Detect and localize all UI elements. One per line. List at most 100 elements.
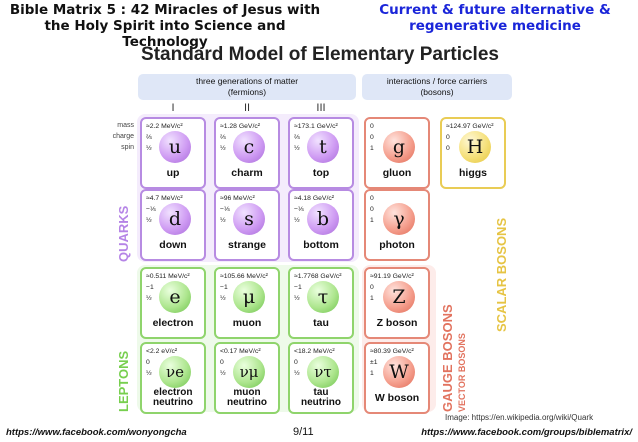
mass-value: ≈2.2 MeV/c² (146, 123, 183, 130)
charge-value: 0 (446, 134, 450, 141)
fermions-caption-line-2: (fermions) (227, 87, 267, 97)
charge-value: ±1 (370, 359, 378, 366)
mass-value: 0 (370, 195, 374, 202)
particle-name: higgs (459, 167, 487, 179)
particle-card-w-boson: ≈80.39 GeV/c² ±1 1 W W boson (364, 342, 430, 414)
particle-name: charm (231, 167, 263, 179)
mass-value: ≈1.28 GeV/c² (220, 123, 260, 130)
particle-name: strange (228, 239, 266, 251)
particle-symbol: νe (159, 356, 191, 388)
particle-card-muon-neutrino: <0.17 MeV/c² 0 ½ νμ muon neutrino (214, 342, 280, 414)
vector-bosons-label: VECTOR BOSONS (457, 333, 467, 412)
charge-value: 0 (146, 359, 150, 366)
particle-card-up: ≈2.2 MeV/c² ⅔ ½ u up (140, 117, 206, 189)
spin-value: ½ (220, 145, 226, 152)
mass-value: ≈173.1 GeV/c² (294, 123, 338, 130)
particle-symbol: b (307, 203, 339, 235)
particle-symbol: d (159, 203, 191, 235)
mass-value: ≈96 MeV/c² (220, 195, 255, 202)
particle-card-photon: 0 0 1 γ photon (364, 189, 430, 261)
particle-name: electron (152, 317, 194, 329)
particle-card-electron-neutrino: <2.2 eV/c² 0 ½ νe electron neutrino (140, 342, 206, 414)
particle-symbol: t (307, 131, 339, 163)
charge-value: −1 (220, 284, 228, 291)
particle-symbol: γ (383, 203, 415, 235)
particle-name-line-2: neutrino (227, 397, 267, 408)
spin-value: ½ (220, 370, 226, 377)
generation-3-label: III (316, 102, 326, 114)
mass-value: <0.17 MeV/c² (220, 348, 261, 355)
particle-name: up (166, 167, 180, 179)
particle-symbol: H (459, 131, 491, 163)
particle-symbol: g (383, 131, 415, 163)
particle-name: muon (232, 317, 262, 329)
spin-value: ½ (294, 217, 300, 224)
mass-value: ≈105.66 MeV/c² (220, 273, 268, 280)
particle-name: down (159, 239, 187, 251)
charge-value: −⅓ (220, 206, 230, 213)
mass-value: 0 (370, 123, 374, 130)
particle-name-line-1: muon (233, 387, 261, 398)
charge-value: 0 (370, 134, 374, 141)
spin-value: ½ (294, 145, 300, 152)
charge-value: 0 (370, 284, 374, 291)
footer-left-link[interactable]: https://www.facebook.com/wonyongcha (6, 427, 187, 438)
particle-card-tau: ≈1.7768 GeV/c² −1 ½ τ tau (288, 267, 354, 339)
particle-name: W boson (374, 392, 420, 404)
mass-value: ≈4.18 GeV/c² (294, 195, 334, 202)
particle-symbol: νμ (233, 356, 265, 388)
mass-value: <2.2 eV/c² (146, 348, 178, 355)
particle-symbol: e (159, 281, 191, 313)
bosons-caption-line-2: (bosons) (420, 87, 454, 97)
particle-symbol: τ (307, 281, 339, 313)
particle-symbol: μ (233, 281, 265, 313)
particle-name: bottom (303, 239, 339, 251)
bosons-caption-line-1: interactions / force carriers (386, 76, 488, 86)
leptons-label: LEPTONS (116, 350, 131, 412)
spin-value: ½ (220, 217, 226, 224)
spin-value: 1 (370, 295, 374, 302)
footer-right-link[interactable]: https://www.facebook.com/groups/biblemat… (421, 427, 632, 438)
bosons-caption: interactions / force carriers (bosons) (362, 74, 512, 100)
charge-value: −1 (146, 284, 154, 291)
spin-value: ½ (146, 295, 152, 302)
image-credit: Image: https://en.wikipedia.org/wiki/Qua… (445, 413, 594, 422)
particle-name: electron neutrino (142, 388, 204, 408)
charge-value: 0 (220, 359, 224, 366)
particle-card-gluon: 0 0 1 g gluon (364, 117, 430, 189)
charge-value: ⅔ (146, 134, 152, 141)
mass-value: ≈1.7768 GeV/c² (294, 273, 342, 280)
mass-value: ≈91.19 GeV/c² (370, 273, 414, 280)
particle-card-bottom: ≈4.18 GeV/c² −⅓ ½ b bottom (288, 189, 354, 261)
slide-title-right: Current & future alternative & regenerat… (360, 2, 630, 34)
spin-row-label: spin (121, 144, 134, 151)
quarks-label: QUARKS (116, 205, 131, 262)
particle-name: photon (379, 239, 415, 251)
slide-subtitle-line-1: Current & future alternative & (379, 2, 611, 18)
page-number: 9/11 (293, 426, 314, 438)
spin-value: ½ (220, 295, 226, 302)
spin-value: ½ (294, 370, 300, 377)
particle-card-higgs: ≈124.97 GeV/c² 0 0 H higgs (440, 117, 506, 189)
mass-value: <18.2 MeV/c² (294, 348, 335, 355)
charge-row-label: charge (112, 133, 134, 140)
charge-value: 0 (370, 206, 374, 213)
particle-name: Z boson (376, 317, 418, 329)
charge-value: −⅓ (146, 206, 156, 213)
diagram-title: Standard Model of Elementary Particles (141, 44, 499, 65)
particle-name: top (312, 167, 330, 179)
charge-value: −1 (294, 284, 302, 291)
spin-value: 1 (370, 217, 374, 224)
charge-value: −⅓ (294, 206, 304, 213)
particle-card-down: ≈4.7 MeV/c² −⅓ ½ d down (140, 189, 206, 261)
gauge-bosons-label: GAUGE BOSONS (440, 304, 455, 412)
mass-value: ≈0.511 MeV/c² (146, 273, 190, 280)
particle-name: gluon (382, 167, 412, 179)
particle-card-z-boson: ≈91.19 GeV/c² 0 1 Z Z boson (364, 267, 430, 339)
particle-card-electron: ≈0.511 MeV/c² −1 ½ e electron (140, 267, 206, 339)
charge-value: ⅔ (294, 134, 300, 141)
particle-name-line-2: neutrino (153, 397, 193, 408)
slide-title-left: Bible Matrix 5 : 42 Miracles of Jesus wi… (6, 2, 324, 50)
slide-subtitle-line-2: regenerative medicine (409, 18, 581, 34)
particle-name: tau (313, 317, 329, 329)
